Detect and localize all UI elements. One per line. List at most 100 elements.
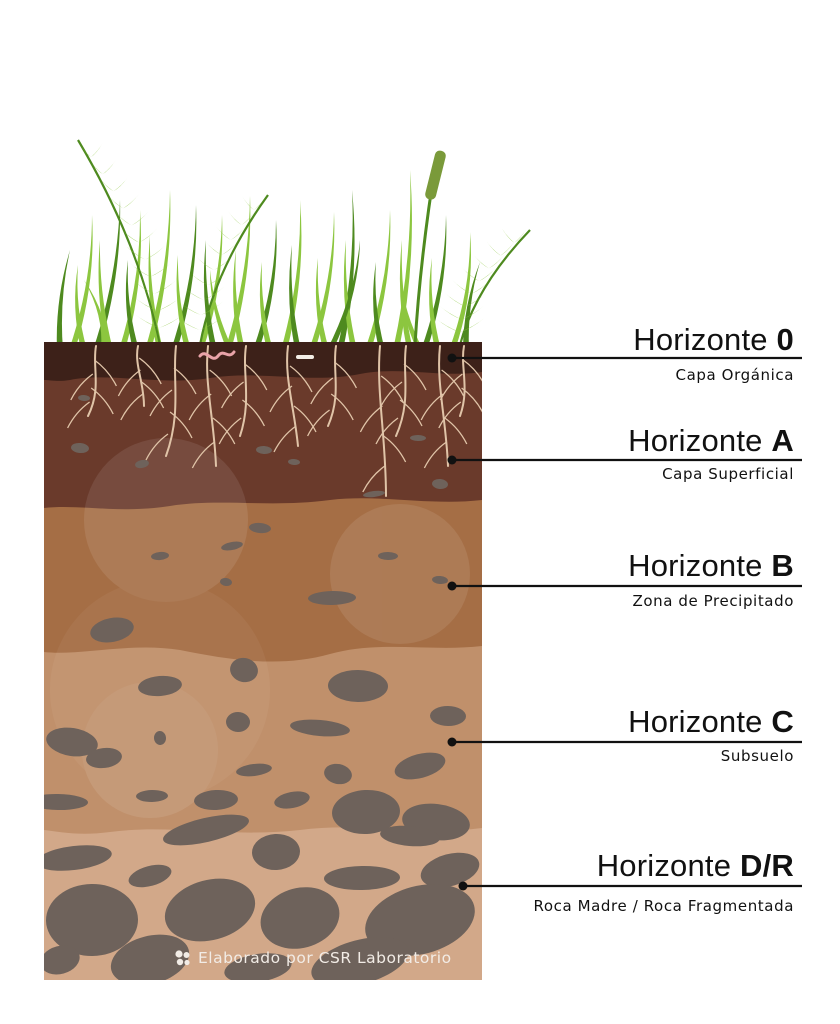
root-branch — [117, 369, 141, 397]
horizon-o-prefix: Horizonte — [633, 322, 777, 357]
rock — [410, 434, 426, 442]
root-branch — [380, 375, 404, 403]
rock — [230, 657, 258, 683]
plant-roots — [67, 345, 482, 497]
horizon-b-label: Horizonte B Zona de Precipitado — [628, 549, 794, 611]
root-branch — [375, 417, 399, 445]
root-branch — [383, 435, 407, 463]
rock — [46, 883, 138, 957]
soil-pebbles — [44, 394, 480, 980]
rock — [274, 791, 310, 809]
root — [438, 345, 449, 467]
fern-stem — [77, 139, 162, 346]
horizon-a-subtitle: Capa Superficial — [662, 465, 794, 483]
rock — [365, 884, 475, 956]
root-branch — [138, 357, 162, 385]
fern-stem — [198, 194, 269, 346]
rock — [256, 445, 272, 455]
rock — [163, 814, 249, 846]
grass-blade — [289, 245, 301, 350]
root-branch — [420, 393, 444, 421]
rock — [236, 763, 272, 777]
horizon-b-letter: B — [771, 548, 794, 583]
rock — [394, 752, 446, 780]
rock — [432, 575, 448, 585]
grass-blade — [56, 250, 70, 350]
root-branch — [293, 405, 317, 433]
horizon-b-subtitle: Zona de Precipitado — [632, 592, 794, 610]
root-branch — [269, 385, 293, 413]
horizon-c-label: Horizonte C Subsuelo — [628, 705, 794, 766]
root-branch — [334, 361, 357, 389]
horizon-a-label: Horizonte A Capa Superficial — [628, 424, 794, 484]
grass-blade — [145, 190, 171, 350]
fern-leaf — [102, 160, 116, 175]
rock — [194, 789, 238, 811]
rock — [110, 934, 190, 980]
rock — [224, 953, 292, 980]
horizon-a-letter: A — [771, 423, 794, 458]
grass-blade — [373, 262, 385, 350]
grass-blade — [75, 265, 87, 350]
earthworm — [198, 350, 236, 360]
horizon-dr-prefix: Horizonte — [596, 848, 740, 883]
root-branch — [90, 387, 114, 415]
credit-watermark: Elaborado por CSR Laboratorio — [174, 949, 452, 967]
rock — [324, 865, 400, 891]
horizon-c-subtitle: Subsuelo — [720, 747, 794, 765]
fern-leaf — [242, 196, 254, 210]
horizon-c-prefix: Horizonte — [628, 704, 772, 739]
rock — [363, 490, 385, 498]
grass-blade — [233, 250, 245, 350]
root-branch — [399, 399, 423, 427]
root — [239, 345, 248, 437]
grass-blade — [429, 258, 441, 350]
horizon-o-letter: 0 — [776, 322, 794, 357]
root-branch — [444, 417, 468, 445]
root-branch — [120, 393, 144, 421]
root-branch — [330, 393, 354, 421]
horizon-a-title: Horizonte A — [628, 424, 794, 458]
rock — [78, 394, 90, 402]
grass-blade — [343, 240, 357, 350]
rock — [135, 459, 149, 469]
root-branch — [145, 433, 169, 461]
rock — [90, 617, 134, 643]
fern-leaf — [90, 143, 103, 158]
rock — [420, 852, 480, 888]
layer-topsoil-a — [44, 342, 482, 510]
rock — [260, 887, 340, 949]
rock — [332, 789, 400, 835]
grass-blade — [400, 275, 423, 350]
root-branch — [94, 359, 117, 387]
rock — [164, 878, 256, 942]
root-branch — [289, 365, 313, 393]
lab-logo-icon — [175, 950, 190, 966]
horizon-o-label: Horizonte 0 Capa Orgánica — [633, 323, 794, 385]
horizon-o-subtitle: Capa Orgánica — [675, 366, 794, 384]
grass-blade — [259, 262, 273, 350]
root-branch — [67, 401, 90, 429]
root-branch — [218, 417, 242, 445]
horizon-dr-title: Horizonte D/R — [533, 849, 794, 883]
cattail-head — [425, 150, 446, 200]
root-branch — [362, 465, 386, 493]
root-branch — [169, 411, 193, 439]
credit-text: Elaborado por CSR Laboratorio — [198, 949, 452, 967]
grass-blade — [176, 255, 191, 350]
root-branch — [209, 369, 233, 397]
rock — [220, 577, 232, 587]
fern-leaf — [486, 241, 501, 256]
root-branch — [70, 373, 94, 401]
rock — [288, 458, 300, 466]
grass-blade — [148, 235, 163, 350]
root-branch — [461, 387, 482, 413]
fern-stem — [458, 229, 531, 346]
root — [395, 345, 407, 437]
root-branch — [310, 377, 334, 405]
root-branch — [242, 399, 265, 427]
fern-leaf — [215, 226, 231, 240]
rock — [378, 551, 398, 561]
rock — [71, 442, 89, 454]
